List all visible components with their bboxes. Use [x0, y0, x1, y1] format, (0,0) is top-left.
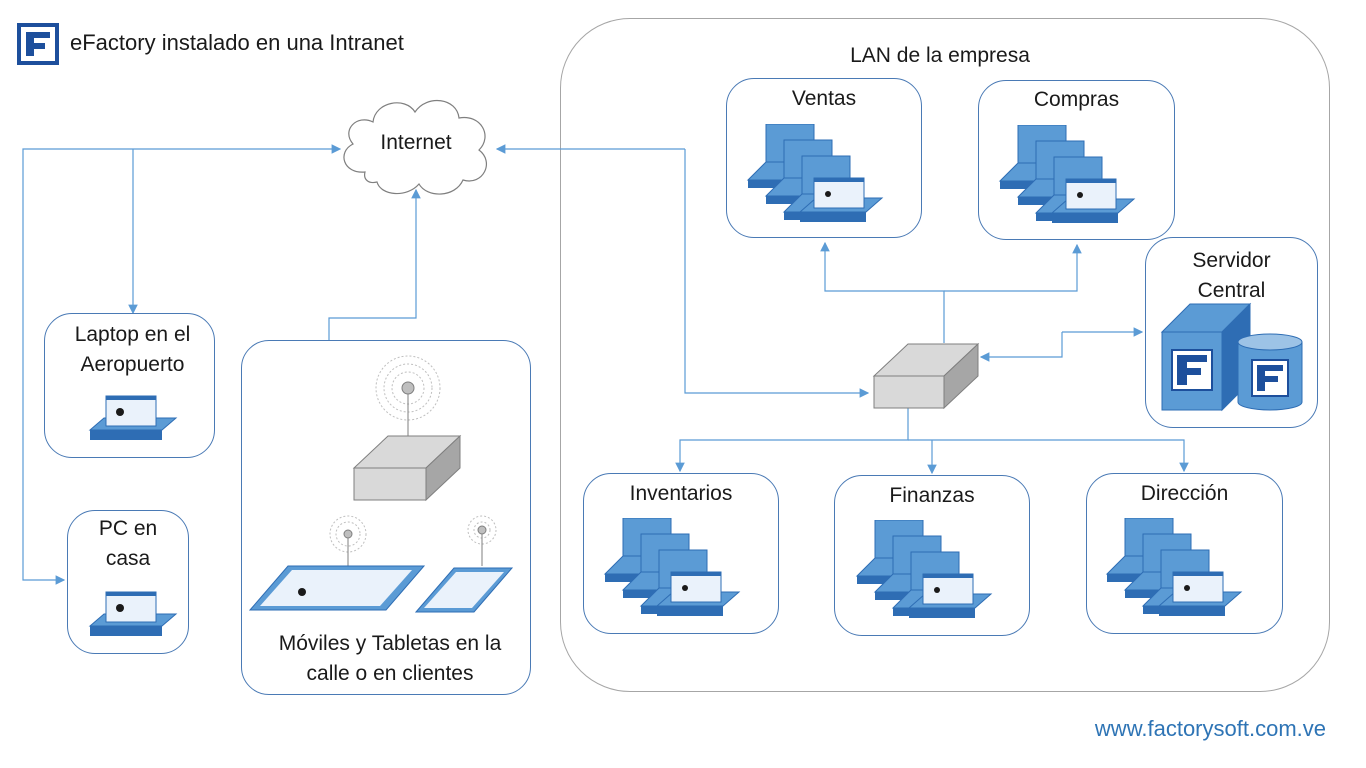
- wifi-router-icon: [352, 350, 464, 509]
- lan-container: [560, 18, 1330, 692]
- link-switch-ventas: [820, 241, 945, 343]
- internet-label: Internet: [380, 131, 452, 154]
- footer-website-link[interactable]: www.factorysoft.com.ve: [1094, 716, 1326, 741]
- server-database-icon: [1160, 302, 1308, 419]
- desktop-pc-icon: [88, 588, 178, 645]
- efactory-logo-icon: [17, 23, 59, 65]
- home-pc-label: PC en casa: [98, 517, 158, 570]
- link-internet-switch: [684, 149, 870, 398]
- workstations-icon-finanzas: [855, 519, 995, 629]
- lan-label: LAN de la empresa: [850, 44, 1030, 67]
- dept-label-direccion: Dirección: [1140, 482, 1229, 505]
- mobile-tablets-box: [241, 340, 531, 695]
- laptop-icon: [88, 392, 178, 449]
- workstations-icon-ventas: [746, 123, 886, 233]
- dept-label-ventas: Ventas: [791, 87, 857, 110]
- page-title: eFactory instalado en una Intranet: [70, 30, 404, 55]
- link-server-switch: [979, 332, 1063, 362]
- server-label: Servidor Central: [1192, 249, 1271, 302]
- internet-cloud-icon: [335, 92, 497, 200]
- tablet-icon: [248, 512, 428, 621]
- workstations-icon-direccion: [1105, 517, 1245, 627]
- smartphone-icon: [414, 512, 514, 621]
- workstations-icon-inventarios: [603, 517, 743, 627]
- link-switch-inventarios: [675, 408, 909, 473]
- dept-label-inventarios: Inventarios: [629, 482, 733, 505]
- mobile-tablets-label: Móviles y Tabletas en la calle o en clie…: [278, 632, 502, 685]
- link-switch-compras: [944, 243, 1082, 292]
- workstations-icon-compras: [998, 124, 1138, 234]
- dept-label-compras: Compras: [1033, 88, 1120, 111]
- link-switch-direccion: [908, 439, 1189, 473]
- laptop-airport-label: Laptop en el Aeropuerto: [74, 323, 191, 376]
- link-internet-home-pc: [22, 148, 335, 585]
- dept-label-finanzas: Finanzas: [889, 484, 975, 507]
- network-switch-icon: [872, 342, 982, 415]
